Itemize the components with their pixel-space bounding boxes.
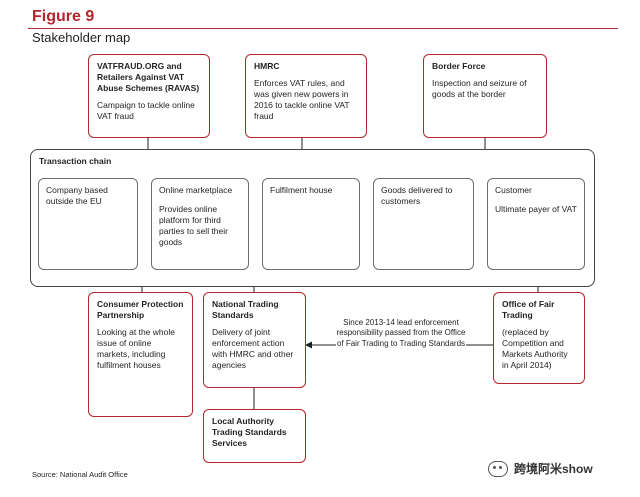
wechat-icon	[488, 460, 508, 477]
box-office-of-fair-trading: Office of Fair Trading (replaced by Comp…	[493, 292, 585, 384]
transaction-chain-title: Transaction chain	[39, 156, 112, 166]
stage-4-title: Goods delivered to customers	[381, 185, 453, 207]
figure-label: Figure 9	[32, 8, 95, 25]
stage-company-outside-eu: Company based outside the EU	[38, 178, 138, 270]
box-vatfraud-title: VATFRAUD.ORG and Retailers Against VAT A…	[97, 61, 200, 94]
box-vatfraud-ravas: VATFRAUD.ORG and Retailers Against VAT A…	[88, 54, 210, 138]
figure-title: Stakeholder map	[32, 30, 131, 45]
stage-5-title: Customer	[495, 185, 532, 195]
box-local-title: Local Authority Trading Standards Servic…	[212, 416, 287, 449]
box-vatfraud-desc: Campaign to tackle online VAT fraud	[97, 100, 195, 122]
box-consumer-title: Consumer Protection Partnership	[97, 299, 184, 321]
stage-1-title: Company based outside the EU	[46, 185, 108, 207]
stage-2-desc: Provides online platform for third parti…	[159, 204, 228, 248]
box-nts-desc: Delivery of joint enforcement action wit…	[212, 327, 294, 371]
box-consumer-desc: Looking at the whole issue of online mar…	[97, 327, 175, 371]
watermark: 跨境阿米show	[488, 460, 593, 477]
box-hmrc-title: HMRC	[254, 61, 280, 71]
box-border-force: Border Force Inspection and seizure of g…	[423, 54, 547, 138]
stage-customer: Customer Ultimate payer of VAT	[487, 178, 585, 270]
box-local-authority-trading-standards: Local Authority Trading Standards Servic…	[203, 409, 306, 463]
box-consumer-protection: Consumer Protection Partnership Looking …	[88, 292, 193, 417]
box-border-desc: Inspection and seizure of goods at the b…	[432, 78, 527, 100]
watermark-text: 跨境阿米show	[514, 462, 593, 476]
box-oft-title: Office of Fair Trading	[502, 299, 555, 321]
enforcement-transfer-note: Since 2013-14 lead enforcement responsib…	[336, 318, 466, 348]
stage-2-title: Online marketplace	[159, 185, 233, 195]
stage-3-title: Fulfilment house	[270, 185, 333, 195]
box-nts-title: National Trading Standards	[212, 299, 279, 321]
stage-goods-delivered: Goods delivered to customers	[373, 178, 474, 270]
box-hmrc: HMRC Enforces VAT rules, and was given n…	[245, 54, 367, 138]
box-hmrc-desc: Enforces VAT rules, and was given new po…	[254, 78, 350, 122]
stage-online-marketplace: Online marketplace Provides online platf…	[151, 178, 249, 270]
box-national-trading-standards: National Trading Standards Delivery of j…	[203, 292, 306, 388]
stage-fulfilment-house: Fulfilment house	[262, 178, 360, 270]
stage-5-desc: Ultimate payer of VAT	[495, 204, 577, 215]
box-border-title: Border Force	[432, 61, 486, 71]
title-rule	[28, 28, 618, 29]
source-note: Source: National Audit Office	[32, 470, 128, 479]
transaction-chain: Transaction chain Company based outside …	[30, 149, 595, 287]
box-oft-desc: (replaced by Competition and Markets Aut…	[502, 327, 568, 371]
